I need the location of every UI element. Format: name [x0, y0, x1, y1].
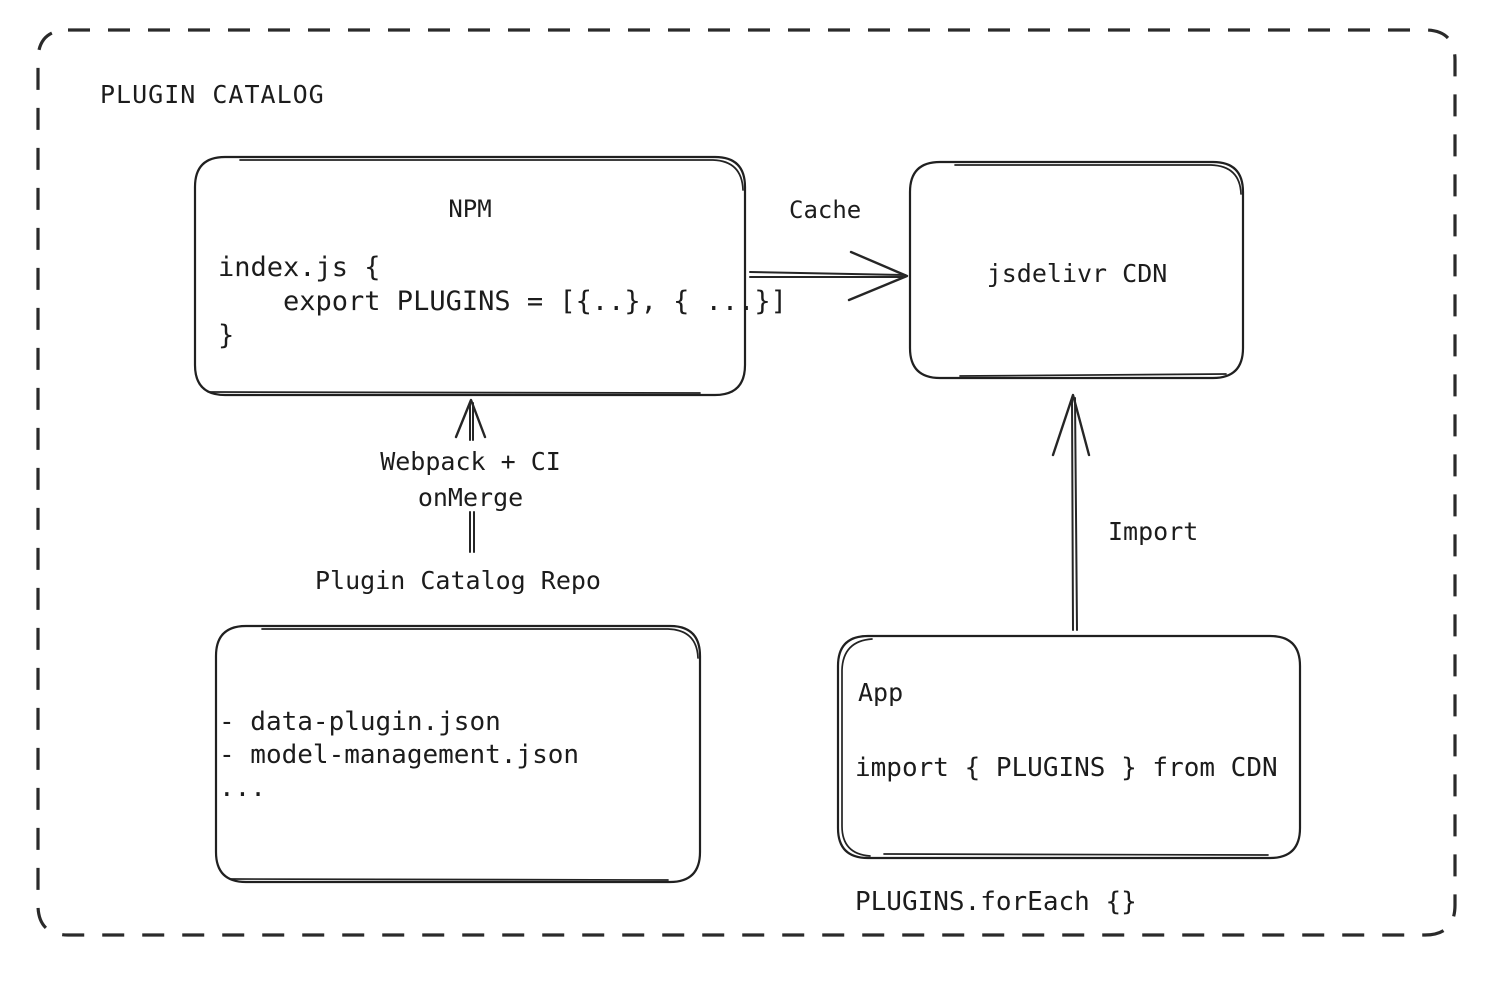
build-edge-label: Webpack + CI onMerge: [380, 447, 561, 512]
plugin-catalog-repo-caption: Plugin Catalog Repo: [315, 566, 601, 595]
import-arrow: [1051, 393, 1091, 631]
jsdelivr-cdn-box[interactable]: [908, 160, 1245, 380]
plugin-catalog-boundary: [36, 28, 1457, 937]
jsdelivr-cdn-title: jsdelivr CDN: [986, 259, 1168, 288]
page-title: PLUGIN CATALOG: [100, 80, 325, 109]
npm-code-block: index.js { export PLUGINS = [{..}, { ...…: [218, 252, 787, 351]
plugin-catalog-repo-file-list: - data-plugin.json - model-management.js…: [219, 707, 580, 803]
npm-box[interactable]: [193, 155, 747, 397]
cache-edge-label: Cache: [789, 196, 862, 224]
npm-title: NPM: [448, 195, 492, 223]
build-arrow: [454, 398, 487, 553]
plugin-catalog-repo-box[interactable]: [214, 624, 702, 884]
app-box[interactable]: [836, 634, 1302, 860]
cache-arrow: [749, 250, 909, 302]
app-code-block: import { PLUGINS } from CDN PLUGINS.forE…: [855, 753, 1278, 917]
app-title: App: [858, 678, 904, 707]
import-edge-label: Import: [1108, 517, 1199, 546]
